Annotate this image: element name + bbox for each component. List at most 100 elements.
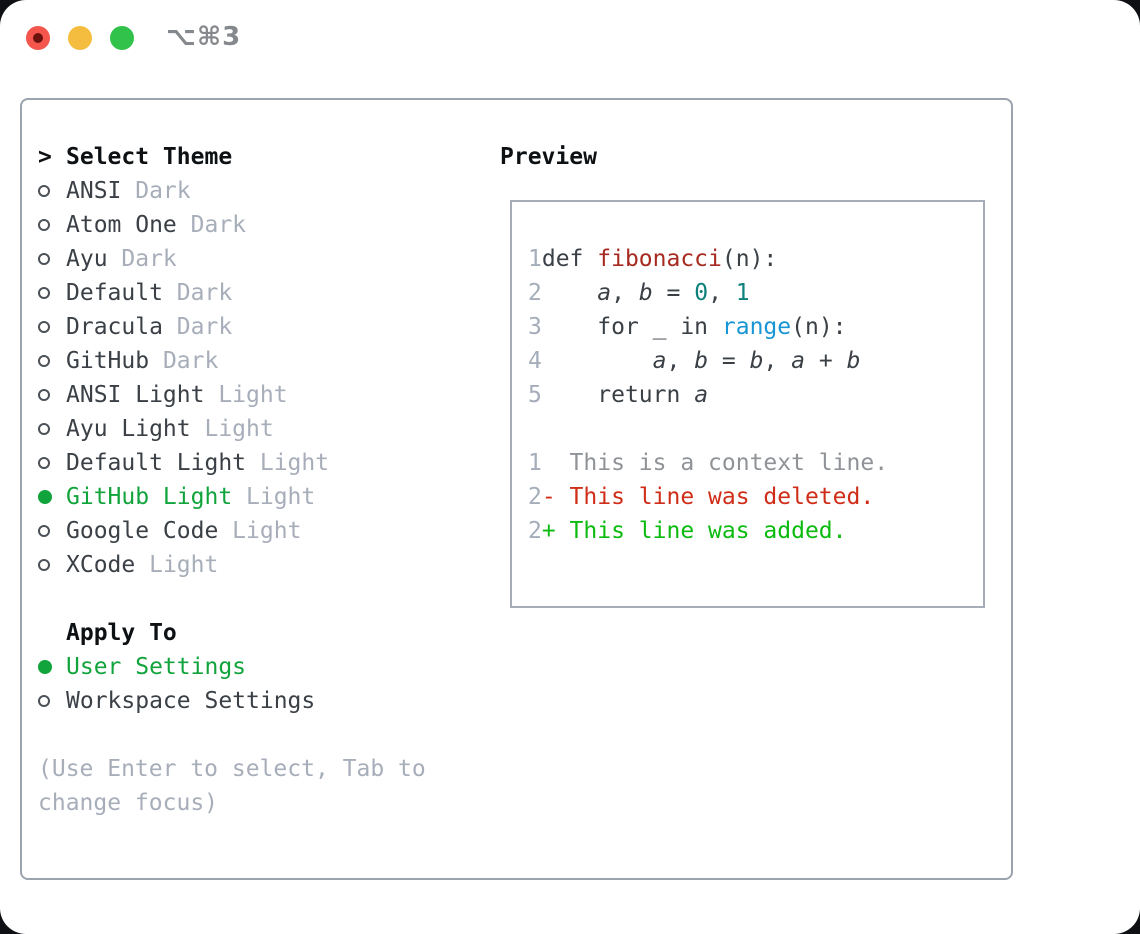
theme-option-dracula-dark[interactable]: Dracula Dark	[38, 310, 483, 344]
diff-line-text: This is a context line.	[541, 450, 889, 476]
theme-option-name: Google Code	[66, 518, 219, 544]
theme-option-variant: Light	[190, 416, 274, 442]
code-token: =	[652, 280, 695, 306]
theme-option-variant: Dark	[121, 178, 191, 204]
theme-option-name: GitHub	[66, 348, 150, 374]
circle-icon	[38, 389, 50, 401]
code-token	[542, 280, 597, 306]
theme-option-variant: Dark	[162, 280, 233, 306]
code-token: (n):	[791, 314, 847, 340]
minimize-button[interactable]	[68, 26, 92, 50]
diff-line-context: 1 This is a context line.	[528, 446, 888, 480]
circle-icon	[38, 355, 50, 367]
window-title: ⌥⌘3	[166, 22, 242, 52]
filled-circle-icon	[38, 660, 52, 674]
diff-line-text: - This line was deleted.	[541, 484, 875, 510]
diff-line-deleted: 2 - This line was deleted.	[528, 480, 888, 514]
code-token: a	[652, 348, 667, 374]
theme-option-google-code-light[interactable]: Google Code Light	[38, 514, 483, 548]
code-token: 0	[694, 280, 709, 306]
apply-to-option-user-settings[interactable]: User Settings	[38, 650, 483, 684]
radio-icon	[38, 287, 66, 299]
theme-option-default-light-light[interactable]: Default Light Light	[38, 446, 483, 480]
radio-icon	[38, 321, 66, 333]
code-token: def	[541, 246, 598, 272]
radio-icon	[38, 423, 66, 435]
radio-icon	[38, 253, 66, 265]
code-line-number: 4	[528, 348, 542, 374]
theme-option-name: Atom One	[66, 212, 177, 238]
preview-title: Preview	[500, 144, 597, 170]
theme-option-ayu-light-light[interactable]: Ayu Light Light	[38, 412, 483, 446]
close-button[interactable]	[26, 26, 50, 50]
prompt-caret: >	[38, 144, 52, 170]
hint-line-1: (Use Enter to select, Tab to	[38, 756, 426, 782]
theme-option-variant: Dark	[162, 314, 233, 340]
theme-option-variant: Dark	[107, 246, 177, 272]
spacer-row	[38, 582, 483, 616]
code-line-number: 2	[528, 280, 542, 306]
circle-icon	[38, 559, 50, 571]
theme-option-ansi-dark[interactable]: ANSI Dark	[38, 174, 483, 208]
radio-icon	[38, 389, 66, 401]
diff-line-number: 2	[528, 484, 542, 510]
diff-line-number: 1	[528, 450, 542, 476]
theme-option-github-light-light[interactable]: GitHub Light Light	[38, 480, 483, 514]
circle-icon	[38, 525, 50, 537]
code-line-number: 3	[528, 314, 542, 340]
theme-option-variant: Dark	[149, 348, 219, 374]
theme-option-name: ANSI	[66, 178, 122, 204]
code-token: range	[721, 314, 792, 340]
hint-line-2: change focus)	[38, 790, 219, 816]
theme-option-name: XCode	[66, 552, 136, 578]
theme-option-variant: Dark	[176, 212, 247, 238]
radio-icon	[38, 525, 66, 537]
theme-option-variant: Light	[218, 518, 302, 544]
theme-option-name: Ayu	[66, 246, 108, 272]
code-token: a	[597, 280, 612, 306]
code-token: +	[805, 348, 847, 374]
theme-option-atom-one-dark[interactable]: Atom One Dark	[38, 208, 483, 242]
theme-option-variant: Light	[232, 484, 316, 510]
theme-option-name: Default	[66, 280, 163, 306]
apply-to-option-workspace-settings[interactable]: Workspace Settings	[38, 684, 483, 718]
circle-icon	[38, 185, 50, 197]
code-token: ,	[708, 280, 736, 306]
apply-to-header: Apply To	[38, 616, 483, 650]
circle-icon	[38, 423, 50, 435]
code-line: 3 for _ in range(n):	[528, 310, 888, 344]
theme-option-variant: Light	[246, 450, 330, 476]
theme-option-name: GitHub Light	[66, 484, 233, 510]
diff-line-number: 2	[528, 518, 542, 544]
theme-option-name: Ayu Light	[66, 416, 191, 442]
radio-icon	[38, 457, 66, 469]
select-theme-header: > Select Theme	[38, 140, 483, 174]
radio-icon	[38, 355, 66, 367]
code-token: b	[694, 348, 709, 374]
code-line: 1 def fibonacci(n):	[528, 242, 888, 276]
code-token: (n):	[721, 246, 778, 272]
selected-radio-icon	[38, 490, 66, 504]
theme-option-ansi-light-light[interactable]: ANSI Light Light	[38, 378, 483, 412]
code-line-number: 1	[528, 246, 542, 272]
theme-option-xcode-light[interactable]: XCode Light	[38, 548, 483, 582]
circle-icon	[38, 287, 50, 299]
code-token: b	[638, 280, 653, 306]
circle-icon	[38, 457, 50, 469]
apply-to-option-name: Workspace Settings	[66, 688, 316, 714]
radio-icon	[38, 219, 66, 231]
spacer-row	[38, 718, 483, 752]
radio-icon	[38, 695, 66, 707]
spacer-row	[528, 412, 888, 446]
code-token: a	[791, 348, 806, 374]
filled-circle-icon	[38, 490, 52, 504]
theme-option-ayu-dark[interactable]: Ayu Dark	[38, 242, 483, 276]
code-token: return	[541, 382, 695, 408]
theme-option-default-dark[interactable]: Default Dark	[38, 276, 483, 310]
zoom-button[interactable]	[110, 26, 134, 50]
close-button-dot	[33, 33, 43, 43]
theme-option-github-dark[interactable]: GitHub Dark	[38, 344, 483, 378]
